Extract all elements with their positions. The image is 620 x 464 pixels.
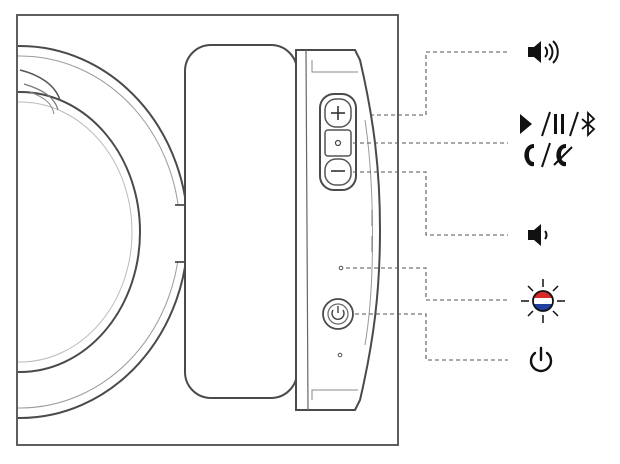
volume-down-button[interactable] bbox=[325, 159, 351, 185]
power-icon bbox=[531, 348, 551, 371]
speaker-soft-icon bbox=[528, 224, 547, 246]
multifunction-button[interactable] bbox=[325, 130, 351, 156]
call-answer-end-icons bbox=[524, 143, 572, 167]
power-button[interactable] bbox=[323, 299, 353, 329]
ear-cushion bbox=[185, 45, 297, 398]
headband-ring bbox=[0, 46, 188, 418]
led-light-icon bbox=[521, 279, 565, 323]
leader-power bbox=[355, 314, 508, 360]
volume-up-button[interactable] bbox=[325, 99, 351, 127]
leader-volume-up bbox=[370, 52, 508, 115]
speaker-loud-icon bbox=[528, 41, 558, 63]
play-pause-bluetooth-icons bbox=[520, 112, 594, 136]
